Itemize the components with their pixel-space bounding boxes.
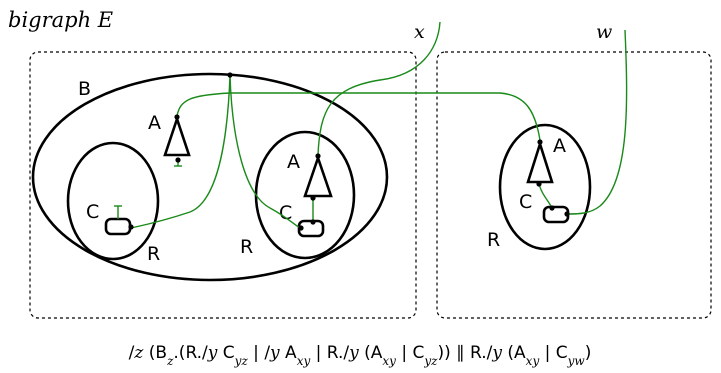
link-z-middle-C: [229, 74, 301, 229]
port-A-middle-bottom: [310, 195, 316, 201]
diagram-title: bigraph E: [8, 8, 113, 32]
node-R-left: [66, 141, 160, 261]
formula-segment: | C: [396, 343, 424, 363]
formula-segment: | R./: [310, 343, 349, 363]
formula-segment: y: [491, 343, 502, 363]
outer-name-x: x: [414, 21, 425, 43]
node-C-left: [104, 217, 132, 236]
formula-segment: C: [217, 343, 234, 363]
formula-segment: yz: [423, 354, 438, 368]
formula-segment: yw: [567, 354, 586, 368]
port-A-free-bottom: [175, 157, 181, 163]
region-1: [436, 51, 712, 319]
formula-segment: y: [269, 343, 280, 363]
region-0: [29, 51, 417, 319]
outer-name-w: w: [596, 21, 612, 43]
port-C-right-top: [549, 205, 555, 211]
formula-segment: yz: [234, 354, 249, 368]
port-C-middle-top: [310, 219, 316, 225]
diagram-title-text: bigraph E: [8, 8, 114, 32]
port-A-right-bottom: [536, 181, 542, 187]
node-A-middle: [303, 153, 333, 198]
formula-segment: | C: [539, 343, 567, 363]
label-A-free: A: [148, 112, 161, 134]
label-C-right: C: [519, 191, 532, 213]
label-R-left: R: [147, 243, 160, 265]
link-right-A-C: [538, 183, 553, 209]
label-C-left: C: [86, 201, 99, 223]
formula-segment: (A: [359, 343, 383, 363]
formula-segment: xy: [526, 354, 540, 368]
formula-segment: (A: [502, 343, 526, 363]
port-A-free-top: [174, 114, 180, 120]
port-A-right-top: [537, 139, 543, 145]
port-A-middle-top: [315, 153, 321, 159]
formula-segment: | /: [248, 343, 271, 363]
label-A-right: A: [553, 135, 566, 157]
formula-segment: y: [348, 343, 359, 363]
formula-segment: (B: [143, 343, 167, 363]
link-y-A-free-right-A: [176, 92, 541, 141]
formula-segment: z: [166, 354, 174, 368]
algebraic-formula: /z (Bz.(R./y Cyz | /y Axy | R./y (Axy | …: [129, 343, 592, 368]
formula-segment: ): [585, 343, 592, 363]
formula-segment: y: [207, 343, 218, 363]
label-B: B: [78, 78, 91, 100]
formula-segment: xy: [382, 354, 396, 368]
formula-segment: .(R./: [173, 343, 208, 363]
node-C-right: [542, 205, 570, 224]
formula-text: /z (Bz.(R./y Cyz | /y Axy | R./y (Axy | …: [129, 343, 592, 368]
formula-segment: )) ∥ R./: [437, 343, 492, 363]
label-R-middle: R: [240, 236, 253, 258]
label-A-middle: A: [287, 151, 300, 173]
link-w-right-C: [567, 29, 628, 215]
node-R-right: [498, 123, 592, 251]
node-A-right: [526, 139, 554, 184]
link-z-left-C: [130, 74, 231, 229]
port-C-middle-left: [298, 225, 304, 231]
port-C-left: [128, 224, 134, 230]
node-A-free: [163, 114, 191, 157]
formula-segment: z: [133, 343, 144, 363]
node-B: [31, 72, 389, 282]
formula-segment: /: [129, 343, 135, 363]
link-x-middle-A: [317, 21, 441, 156]
formula-segment: A: [280, 343, 297, 363]
formula-segment: xy: [297, 354, 311, 368]
port-C-right-right: [564, 211, 570, 217]
label-R-right: R: [487, 229, 500, 251]
port-B: [227, 72, 233, 78]
label-C-middle: C: [279, 202, 292, 224]
